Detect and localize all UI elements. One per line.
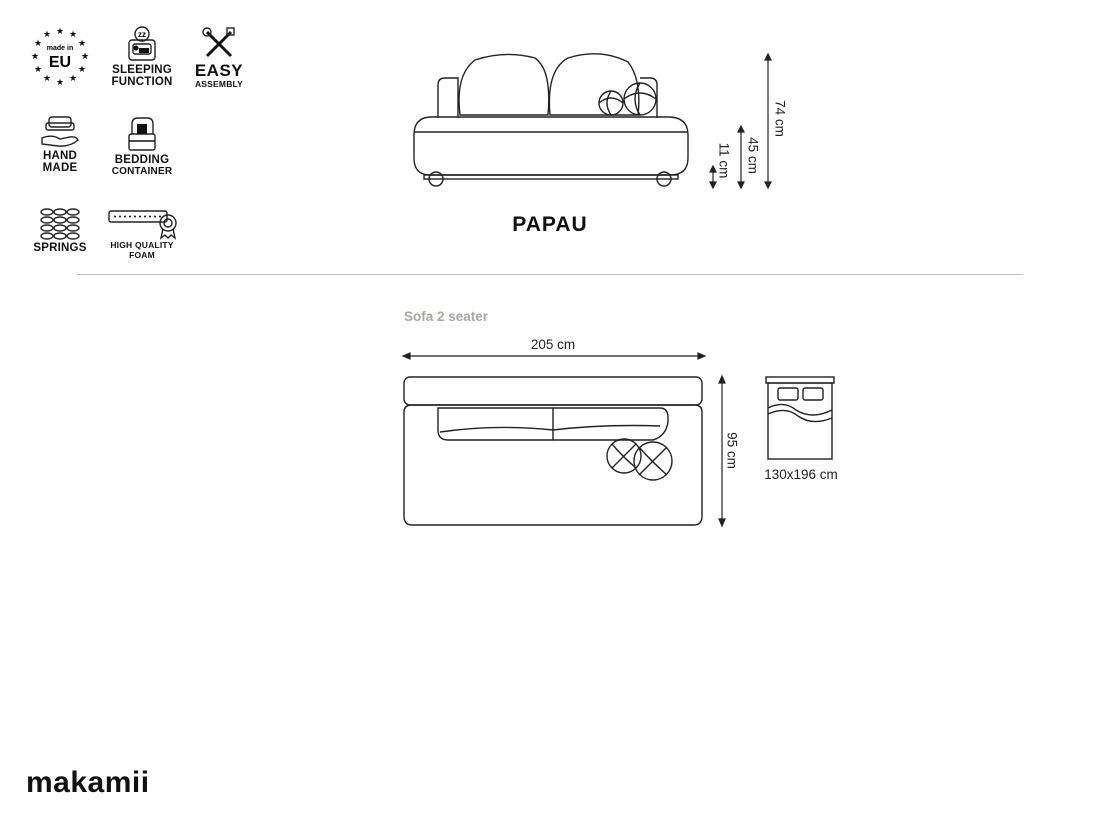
bedding-container-icon xyxy=(128,117,156,151)
svg-text:zz: zz xyxy=(138,30,146,39)
bed-icon xyxy=(765,376,835,460)
sofa-top-view xyxy=(401,352,835,528)
svg-text:★: ★ xyxy=(31,52,39,62)
svg-text:★: ★ xyxy=(78,65,86,75)
feature-easy-assembly: EASY ASSEMBLY xyxy=(186,26,252,89)
sofa-front-view xyxy=(413,52,772,190)
high-quality-label: HIGH QUALITY xyxy=(110,240,174,250)
front-back-pillow-right xyxy=(548,53,640,116)
sleeping-bed-icon: zz xyxy=(128,26,156,61)
bed-size-label: 130x196 cm xyxy=(764,467,838,482)
front-back-pillow-left xyxy=(458,53,550,116)
front-armrest-left xyxy=(437,77,459,118)
front-leg-right xyxy=(656,171,672,187)
sleeping-function-label: SLEEPING FUNCTION xyxy=(111,64,173,88)
feature-made-in-eu: ★★★ ★★★ ★★★ ★★★ made in EU xyxy=(28,26,92,88)
svg-text:★: ★ xyxy=(69,30,77,40)
feature-springs: SPRINGS xyxy=(28,206,92,254)
feature-sleeping-function: zz SLEEPING FUNCTION xyxy=(104,26,180,88)
front-dimension-lines xyxy=(709,52,772,190)
top-back-cushion-right xyxy=(553,407,669,441)
svg-text:★: ★ xyxy=(78,39,86,49)
front-round-cushions xyxy=(598,82,657,116)
tools-icon xyxy=(202,27,235,58)
assembly-label: ASSEMBLY xyxy=(194,79,244,89)
top-seat-body xyxy=(403,404,703,526)
brand-logo: makamii xyxy=(26,766,150,799)
leg-height-label: 11 cm xyxy=(716,142,732,179)
svg-text:★: ★ xyxy=(81,52,89,62)
width-label: 205 cm xyxy=(530,337,576,352)
made-in-label: made in xyxy=(47,45,73,52)
top-round-cushions xyxy=(606,438,673,481)
svg-text:★: ★ xyxy=(56,78,64,88)
height-total-label: 74 cm xyxy=(772,100,788,137)
front-leg-left xyxy=(428,171,444,187)
svg-text:★: ★ xyxy=(43,74,51,84)
feature-bedding-container: BEDDING CONTAINER xyxy=(104,114,180,178)
svg-text:★: ★ xyxy=(56,27,64,37)
hand-made-label: HAND MADE xyxy=(42,150,78,174)
section-divider xyxy=(77,274,1023,275)
container-label: CONTAINER xyxy=(111,166,173,177)
bedding-label: BEDDING xyxy=(114,154,170,166)
product-name: PAPAU xyxy=(512,213,588,236)
eu-stars-icon: ★★★ ★★★ ★★★ ★★★ made in EU xyxy=(31,27,89,88)
springs-label: SPRINGS xyxy=(33,242,87,254)
foam-badge-icon xyxy=(108,210,177,240)
top-backrest xyxy=(403,376,703,406)
depth-dimension-line xyxy=(718,374,726,528)
hand-sofa-icon xyxy=(41,116,79,147)
front-seat-base xyxy=(413,116,689,176)
width-dimension-line xyxy=(401,352,707,360)
svg-text:★: ★ xyxy=(69,74,77,84)
depth-label: 95 cm xyxy=(724,432,740,469)
seat-height-label: 45 cm xyxy=(745,137,761,174)
eu-label: EU xyxy=(49,54,71,71)
svg-text:★: ★ xyxy=(34,65,42,75)
easy-label: EASY xyxy=(194,61,244,80)
svg-text:★: ★ xyxy=(34,39,42,49)
front-armrest-right xyxy=(640,77,658,118)
svg-text:★: ★ xyxy=(43,30,51,40)
top-back-cushion-left xyxy=(437,407,554,441)
section-title: Sofa 2 seater xyxy=(404,309,489,324)
foam-label: FOAM xyxy=(129,250,155,260)
feature-hand-made: HAND MADE xyxy=(28,114,92,174)
feature-high-quality-foam: HIGH QUALITY FOAM xyxy=(104,206,180,260)
springs-icon xyxy=(40,208,80,240)
